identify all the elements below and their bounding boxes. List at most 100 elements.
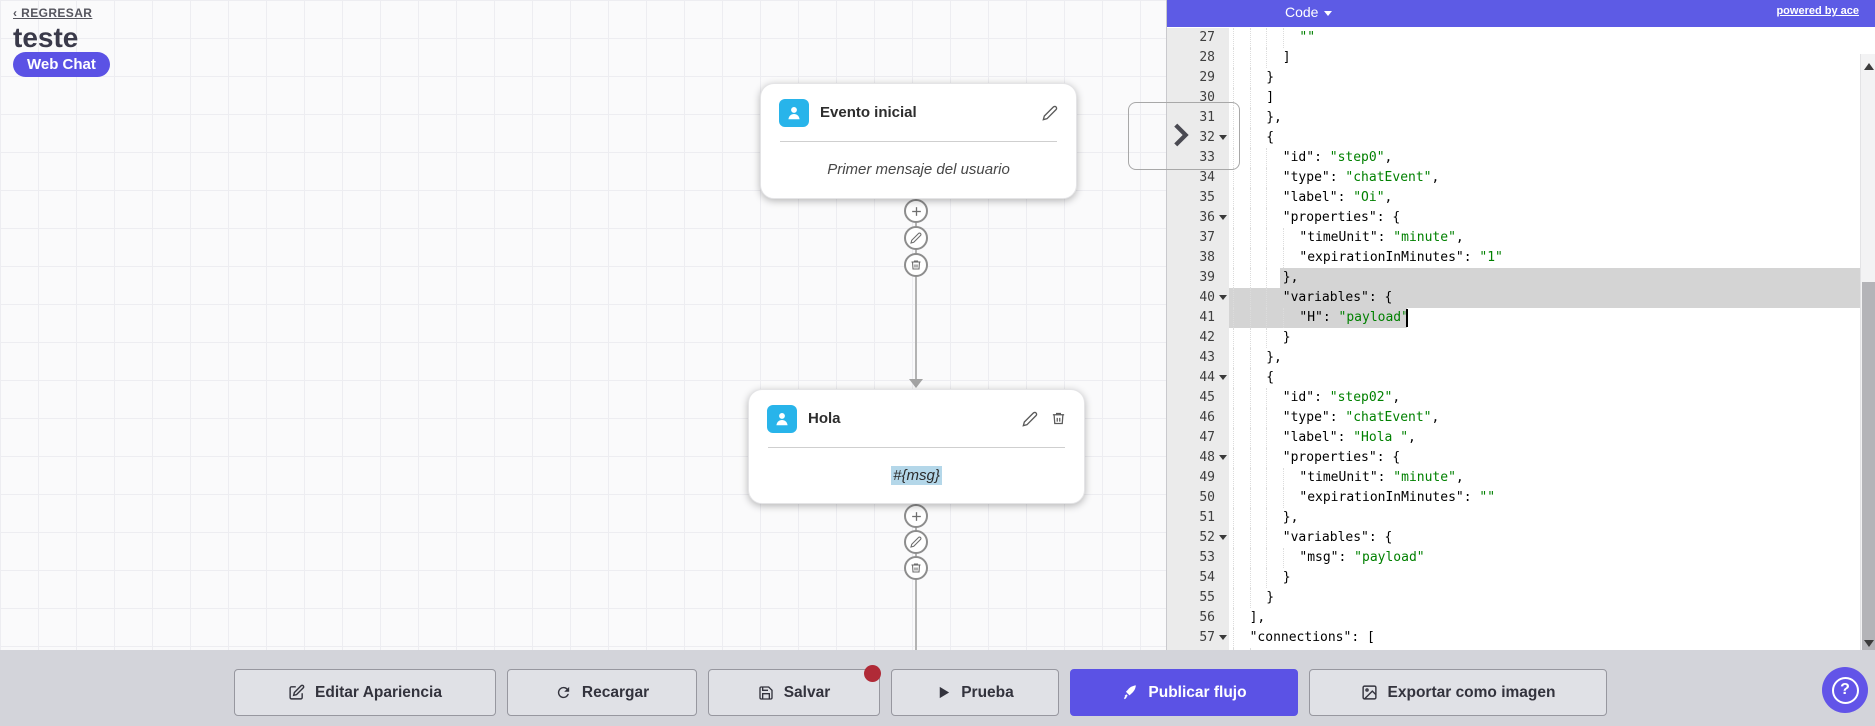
powered-by-ace-link[interactable]: powered by ace (1776, 5, 1859, 17)
code-line[interactable]: "" (1229, 28, 1861, 48)
gutter-line-number[interactable]: 42 (1199, 330, 1215, 345)
code-line[interactable]: } (1229, 68, 1861, 88)
back-link[interactable]: ‹ REGRESAR (13, 6, 93, 20)
code-line[interactable]: "variables": { (1229, 288, 1861, 308)
code-line[interactable]: "type": "chatEvent", (1229, 168, 1861, 188)
code-line[interactable]: "timeUnit": "minute", (1229, 228, 1861, 248)
gutter-line-number[interactable]: 31 (1199, 110, 1215, 125)
gutter-line-number[interactable]: 34 (1199, 170, 1215, 185)
gutter-line-number[interactable]: 36 (1167, 208, 1229, 228)
gutter-line-number[interactable]: 39 (1199, 270, 1215, 285)
edit-connection-button[interactable] (904, 530, 928, 554)
help-button[interactable]: ? (1822, 667, 1868, 713)
delete-connection-button[interactable] (904, 556, 928, 580)
code-line[interactable]: "id": "step02", (1229, 388, 1861, 408)
reload-button[interactable]: Recargar (507, 669, 697, 716)
fold-toggle-icon[interactable] (1219, 535, 1227, 540)
code-lines[interactable]: "" ] } ] }, { "id": "step0", "type": "ch… (1229, 28, 1861, 650)
gutter-line-number[interactable]: 48 (1167, 448, 1229, 468)
edit-node-icon[interactable] (1022, 411, 1038, 427)
code-line[interactable]: { (1229, 128, 1861, 148)
fold-toggle-icon[interactable] (1219, 455, 1227, 460)
edit-connection-button[interactable] (904, 226, 928, 250)
save-button[interactable]: Salvar (708, 669, 880, 716)
gutter-line-number[interactable]: 49 (1199, 470, 1215, 485)
code-line[interactable]: }, (1229, 348, 1861, 368)
scrollbar-thumb[interactable] (1862, 282, 1875, 650)
code-line[interactable]: "expirationInMinutes": "" (1229, 488, 1861, 508)
code-line[interactable]: "properties": { (1229, 448, 1861, 468)
code-line[interactable]: "type": "chatEvent", (1229, 408, 1861, 428)
gutter-line-number[interactable]: 45 (1199, 390, 1215, 405)
gutter-line-number[interactable]: 28 (1199, 50, 1215, 65)
flow-canvas[interactable]: ‹ REGRESAR teste Web Chat Evento inicial… (0, 0, 1166, 650)
gutter-line-number[interactable]: 57 (1167, 628, 1229, 648)
export-image-button[interactable]: Exportar como imagen (1309, 669, 1607, 716)
trash-icon (911, 563, 921, 573)
code-line[interactable]: "connections": [ (1229, 628, 1861, 648)
gutter-line-number[interactable]: 52 (1167, 528, 1229, 548)
gutter-line-number[interactable]: 54 (1199, 570, 1215, 585)
gutter-line-number[interactable]: 41 (1199, 310, 1215, 325)
delete-node-icon[interactable] (1051, 411, 1066, 426)
code-line[interactable]: ] (1229, 88, 1861, 108)
gutter-line-number[interactable]: 29 (1199, 70, 1215, 85)
test-button[interactable]: Prueba (891, 669, 1059, 716)
gutter-line-number[interactable]: 40 (1167, 288, 1229, 308)
fold-toggle-icon[interactable] (1219, 135, 1227, 140)
code-line[interactable]: "msg": "payload" (1229, 548, 1861, 568)
gutter-line-number[interactable]: 33 (1199, 150, 1215, 165)
code-line[interactable]: "id": "step0", (1229, 148, 1861, 168)
gutter-line-number[interactable]: 43 (1199, 350, 1215, 365)
editor-scrollbar[interactable] (1860, 54, 1875, 650)
code-line[interactable]: { (1229, 368, 1861, 388)
code-mode-dropdown[interactable]: Code (1285, 4, 1333, 20)
fold-toggle-icon[interactable] (1219, 375, 1227, 380)
code-line[interactable]: } (1229, 588, 1861, 608)
fold-toggle-icon[interactable] (1219, 295, 1227, 300)
gutter-line-number[interactable]: 51 (1199, 510, 1215, 525)
code-line[interactable]: } (1229, 568, 1861, 588)
code-line[interactable]: "timeUnit": "minute", (1229, 468, 1861, 488)
code-line[interactable]: ] (1229, 48, 1861, 68)
node-hola[interactable]: Hola #{msg} (748, 389, 1085, 504)
publish-flow-button[interactable]: Publicar flujo (1070, 669, 1298, 716)
gutter-line-number[interactable]: 38 (1199, 250, 1215, 265)
code-line[interactable]: "properties": { (1229, 208, 1861, 228)
code-line[interactable]: "label": "Hola ", (1229, 428, 1861, 448)
gutter-line-number[interactable]: 37 (1199, 230, 1215, 245)
gutter-line-number[interactable]: 47 (1199, 430, 1215, 445)
code-line[interactable]: { (1229, 648, 1861, 650)
gutter-line-number[interactable]: 55 (1199, 590, 1215, 605)
gutter-line-number[interactable]: 53 (1199, 550, 1215, 565)
gutter-line-number[interactable]: 50 (1199, 490, 1215, 505)
scroll-up-icon[interactable] (1864, 63, 1874, 70)
add-step-button[interactable] (904, 199, 928, 223)
code-line[interactable]: }, (1229, 108, 1861, 128)
code-line[interactable]: }, (1229, 508, 1861, 528)
code-line[interactable]: "variables": { (1229, 528, 1861, 548)
add-step-button[interactable] (904, 504, 928, 528)
gutter-line-number[interactable]: 56 (1199, 610, 1215, 625)
code-line[interactable]: "H": "payload" (1229, 308, 1861, 328)
fold-toggle-icon[interactable] (1219, 215, 1227, 220)
code-line[interactable]: } (1229, 328, 1861, 348)
code-line[interactable]: "expirationInMinutes": "1" (1229, 248, 1861, 268)
gutter-line-number[interactable]: 32 (1167, 128, 1229, 148)
code-line[interactable]: }, (1229, 268, 1861, 288)
gutter-line-number[interactable]: 46 (1199, 410, 1215, 425)
scroll-down-icon[interactable] (1864, 640, 1874, 647)
edit-node-icon[interactable] (1042, 105, 1058, 121)
fold-toggle-icon[interactable] (1219, 635, 1227, 640)
gutter-line-number[interactable]: 27 (1199, 30, 1215, 45)
edit-appearance-button[interactable]: Editar Apariencia (234, 669, 496, 716)
node-evento-inicial[interactable]: Evento inicial Primer mensaje del usuari… (760, 83, 1077, 199)
gutter-line-number[interactable]: 30 (1199, 90, 1215, 105)
gutter-line-number[interactable]: 44 (1167, 368, 1229, 388)
code-line[interactable]: "label": "Oi", (1229, 188, 1861, 208)
collapse-code-panel-button[interactable] (1128, 102, 1240, 170)
gutter-line-number[interactable]: 35 (1199, 190, 1215, 205)
code-line[interactable]: ], (1229, 608, 1861, 628)
delete-connection-button[interactable] (904, 253, 928, 277)
code-editor[interactable]: 27 28 29 30 31 32 33 34 35 36 37 38 39 40 41 42 43 44 45 46… (1167, 27, 1875, 650)
